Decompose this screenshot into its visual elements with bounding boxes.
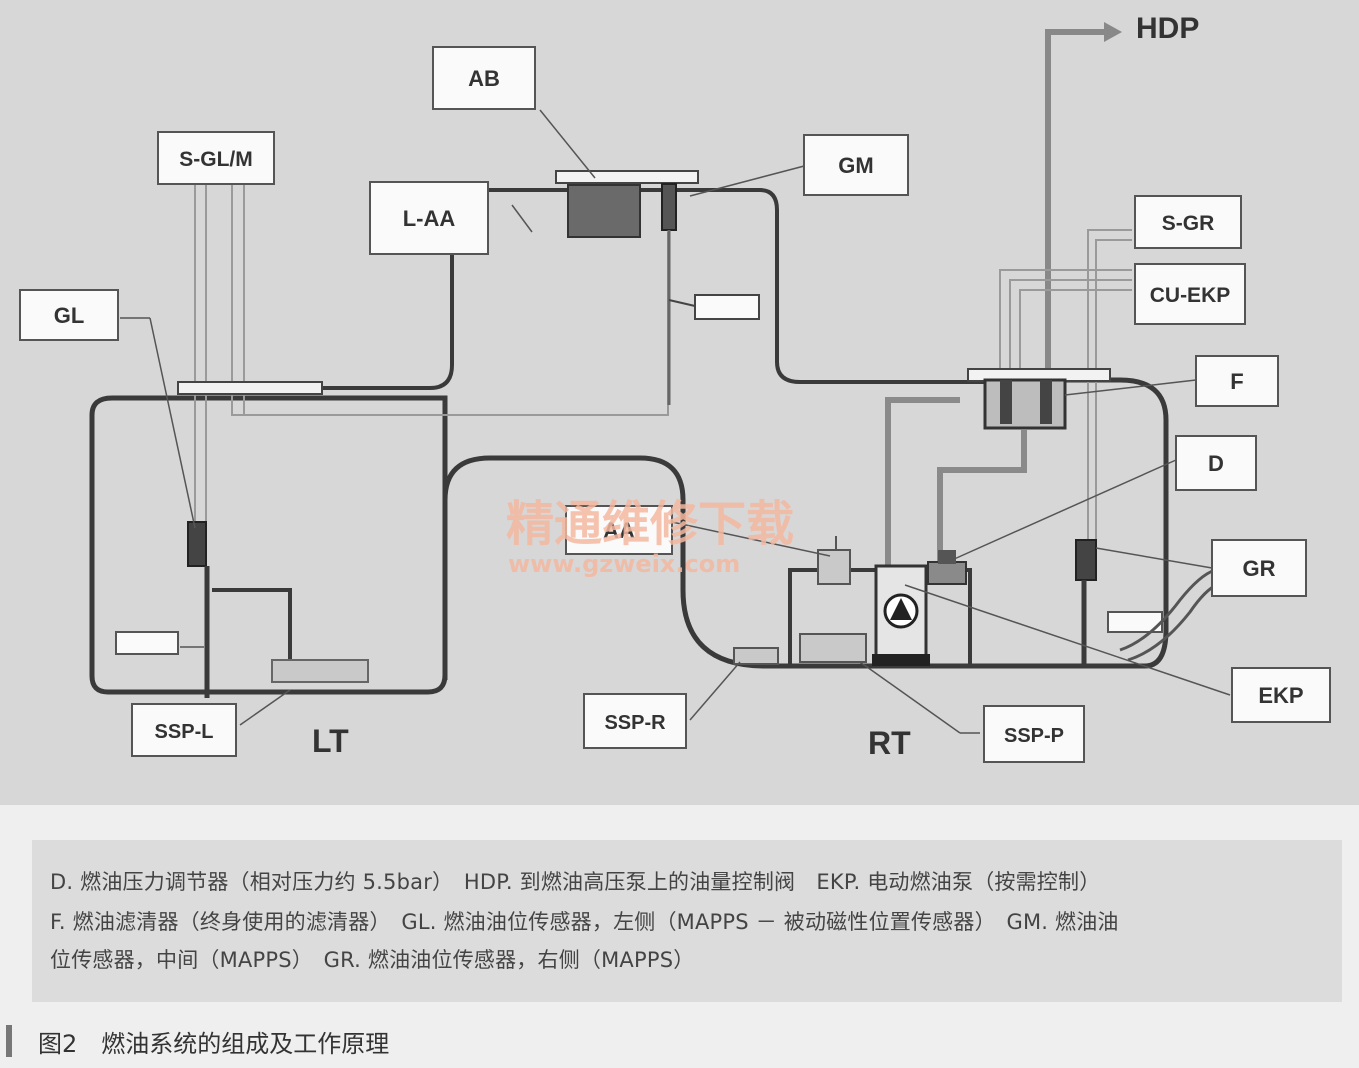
hdp-line xyxy=(1045,29,1108,376)
label-s-gr: S-GR xyxy=(1134,195,1242,249)
svg-text:L-AA: L-AA xyxy=(403,206,456,231)
label-ab: AB xyxy=(432,46,536,110)
gl-float xyxy=(115,631,179,655)
svg-text:SSP-P: SSP-P xyxy=(1004,725,1064,747)
wiring-left xyxy=(194,185,669,522)
filter-body xyxy=(983,378,1067,430)
svg-text:AA: AA xyxy=(603,518,635,543)
legend-panel: D. 燃油压力调节器（相对压力约 5.5bar） HDP. 到燃油高压泵上的油量… xyxy=(32,840,1342,1002)
svg-text:SSP-R: SSP-R xyxy=(604,712,666,734)
supply-line-left xyxy=(250,250,454,390)
label-ssp-r: SSP-R xyxy=(583,693,687,749)
gr-cable xyxy=(1119,568,1219,662)
gr-sensor xyxy=(1075,539,1097,581)
label-aa: AA xyxy=(565,505,673,555)
tank-outline-right xyxy=(442,377,1169,680)
label-cu-ekp: CU-EKP xyxy=(1134,263,1246,325)
ekp-symbol-arrow xyxy=(890,598,912,620)
leader-lines xyxy=(120,109,1231,734)
ssp-p-strainer xyxy=(799,633,867,663)
legend-line-1: D. 燃油压力调节器（相对压力约 5.5bar） HDP. 到燃油高压泵上的油量… xyxy=(50,870,1101,894)
gm-sensor xyxy=(661,183,677,231)
label-gl: GL xyxy=(19,289,119,341)
label-ssp-p: SSP-P xyxy=(983,705,1085,763)
ssp-l-strainer xyxy=(271,659,369,683)
label-ekp: EKP xyxy=(1231,667,1331,723)
label-gm: GM xyxy=(803,134,909,196)
svg-text:AB: AB xyxy=(468,66,500,91)
watermark-url: www.gzweix.com xyxy=(508,550,740,578)
filter-core-2 xyxy=(1040,380,1052,424)
label-lt: LT xyxy=(312,723,349,759)
svg-text:CU-EKP: CU-EKP xyxy=(1150,284,1231,307)
svg-text:EKP: EKP xyxy=(1258,683,1303,708)
wiring-right xyxy=(999,229,1132,540)
svg-text:S-GL/M: S-GL/M xyxy=(179,148,253,171)
label-gr: GR xyxy=(1211,539,1307,597)
gm-float xyxy=(694,294,760,320)
pipe-gray xyxy=(885,397,1027,570)
fuel-system-diagram: AB S-GL/M L-AA GM GL HDP S-GR CU-EKP F D… xyxy=(19,12,1331,763)
gl-sensor xyxy=(187,521,207,567)
ekp-base xyxy=(872,654,930,666)
legend-line-2: F. 燃油滤清器（终身使用的滤清器） GL. 燃油油位传感器，左侧（MAPPS … xyxy=(50,910,1119,934)
ssp-r-strainer xyxy=(733,647,779,665)
ssp-l-pipe xyxy=(212,588,292,660)
label-d: D xyxy=(1175,435,1257,491)
label-ssp-l: SSP-L xyxy=(131,703,237,757)
label-f: F xyxy=(1195,355,1279,407)
svg-text:GM: GM xyxy=(838,153,873,178)
figure-caption: 图2 燃油系统的组成及工作原理 xyxy=(38,1030,390,1058)
label-l-aa: L-AA xyxy=(369,181,489,255)
label-s-gl-m: S-GL/M xyxy=(157,131,275,185)
svg-text:F: F xyxy=(1230,369,1243,394)
label-rt: RT xyxy=(868,725,911,761)
svg-text:SSP-L: SSP-L xyxy=(155,721,214,743)
ab-block xyxy=(567,184,641,238)
filter-core-1 xyxy=(1000,380,1012,424)
svg-text:GL: GL xyxy=(54,303,85,328)
tank-outline xyxy=(89,395,448,695)
svg-text:S-GR: S-GR xyxy=(1162,212,1215,235)
aa-jet-pump xyxy=(817,549,851,585)
plate-top xyxy=(555,170,699,184)
caption-marker xyxy=(6,1025,12,1057)
svg-text:GR: GR xyxy=(1243,556,1276,581)
plate-left xyxy=(177,381,323,395)
regulator-d xyxy=(927,561,967,585)
diagram-panel: AB S-GL/M L-AA GM GL HDP S-GR CU-EKP F D… xyxy=(0,0,1359,805)
hdp-arrow xyxy=(1104,22,1122,42)
legend-line-3: 位传感器，中间（MAPPS） GR. 燃油油位传感器，右侧（MAPPS） xyxy=(50,948,695,972)
supply-line-top xyxy=(450,188,990,384)
svg-text:D: D xyxy=(1208,451,1224,476)
regulator-d-top xyxy=(938,550,956,564)
watermark-title: 精通维修下载 xyxy=(506,496,794,552)
label-hdp: HDP xyxy=(1136,12,1199,45)
gm-float-arm xyxy=(668,299,696,307)
